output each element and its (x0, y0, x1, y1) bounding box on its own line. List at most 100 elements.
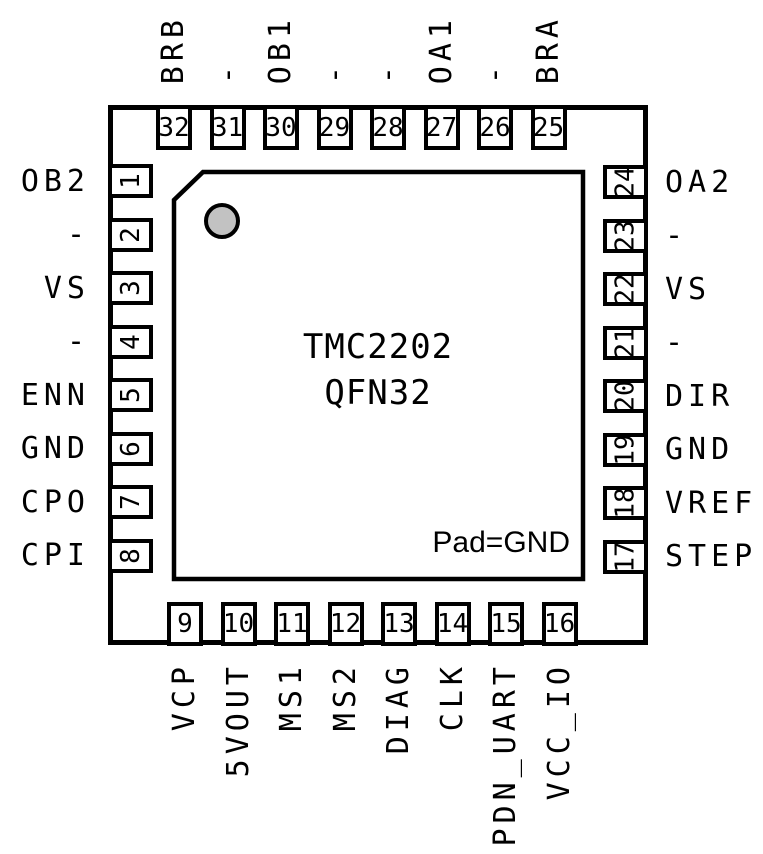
pin-30-box: 30 (263, 105, 299, 150)
pin-28-label-text: - (370, 60, 405, 84)
pin-22-box: 22 (603, 272, 648, 306)
pin-2-number: 2 (115, 226, 146, 243)
pin-27-box: 27 (423, 105, 460, 150)
pin-29-label: - (313, 61, 357, 84)
pin-7-box: 7 (108, 485, 153, 519)
pin-32-number: 32 (158, 112, 190, 143)
chip-name: TMC2202 (302, 327, 454, 367)
pin-5-number: 5 (115, 387, 146, 403)
pin-29-number: 29 (318, 112, 351, 143)
pin-11-number: 11 (276, 609, 308, 639)
pin-25-label-text: BRA (530, 14, 566, 84)
pin-12-label-text: MS2 (327, 662, 363, 732)
pin-15-label: PDN_UART (484, 662, 528, 847)
pin-17-box: 17 (603, 539, 648, 574)
pin-22-label: VS (665, 271, 712, 307)
pin-25-box: 25 (530, 105, 567, 150)
pin-8-label: CPI (20, 538, 90, 573)
pin-31-number: 31 (211, 112, 244, 143)
pin-26-box: 26 (477, 105, 513, 150)
pin-2-label: - (66, 217, 90, 252)
pin-27-number: 27 (425, 112, 458, 143)
pad-note: Pad=GND (432, 526, 570, 559)
pin-9-label: VCP (163, 662, 207, 731)
pin-1-box: 1 (108, 164, 153, 198)
pin-14-label-text: CLK (434, 662, 470, 732)
pin-25-label: BRA (527, 15, 571, 84)
pin-3-number: 3 (115, 280, 146, 296)
pin-17-label: STEP (665, 539, 758, 574)
pin-22-number: 22 (610, 273, 641, 305)
pin-11-label: MS1 (270, 662, 314, 731)
pin-30-label-text: OB1 (263, 14, 298, 84)
pin-10-label: 5VOUT (217, 662, 261, 777)
pin-18-number: 18 (610, 487, 641, 519)
pin-30-number: 30 (265, 112, 297, 143)
pin-14-number: 14 (436, 609, 469, 639)
pin-28-label: - (366, 61, 410, 84)
pin-23-number: 23 (610, 219, 641, 252)
pin-9-label-text: VCP (167, 662, 202, 732)
pin-24-box: 24 (603, 165, 648, 199)
pin-7-label: CPO (20, 484, 90, 520)
pin-6-box: 6 (108, 431, 153, 466)
pin-32-label: BRB (152, 15, 196, 84)
pin-4-box: 4 (108, 324, 153, 359)
pin-4-number: 4 (115, 333, 146, 350)
pin-23-box: 23 (603, 218, 648, 253)
pin-30-label: OB1 (259, 15, 303, 84)
pin-13-box: 13 (381, 602, 417, 646)
pin-10-number: 10 (222, 609, 255, 639)
pin-3-box: 3 (108, 271, 153, 305)
pin-7-number: 7 (115, 494, 146, 510)
pin-21-label: - (665, 325, 689, 360)
pin-31-label-text: - (209, 60, 245, 84)
pin-14-label: CLK (431, 662, 475, 731)
pin-13-label-text: DIAG (381, 662, 416, 755)
pin-21-number: 21 (610, 326, 641, 359)
pin-4-label: - (66, 324, 90, 359)
pin-25-number: 25 (532, 112, 565, 143)
pin-5-label: ENN (20, 377, 90, 413)
pin-11-box: 11 (274, 602, 310, 646)
pin-10-box: 10 (220, 602, 257, 646)
pin-18-label: VREF (665, 485, 758, 521)
pin-20-number: 20 (610, 380, 641, 412)
pin-9-box: 9 (167, 602, 203, 646)
chip-title: TMC2202 QFN32 (172, 324, 584, 416)
chip-package: QFN32 (324, 373, 432, 413)
pin-16-label: VCC_IO (538, 662, 582, 800)
pin-10-label-text: 5VOUT (220, 662, 256, 778)
pin-32-label-text: BRB (156, 14, 191, 84)
pin-19-box: 19 (603, 432, 648, 467)
pin-27-label: OA1 (420, 15, 464, 84)
pin-24-label: OA2 (665, 164, 735, 200)
pin-15-number: 15 (490, 609, 522, 639)
pin-31-label: - (206, 61, 250, 84)
pin-12-label: MS2 (324, 662, 368, 731)
pin-1-number: 1 (115, 173, 146, 189)
pin-26-number: 26 (479, 112, 511, 143)
pin-13-number: 13 (383, 609, 415, 639)
pin-12-number: 12 (329, 609, 362, 639)
pin-8-box: 8 (108, 538, 153, 573)
pin-27-label-text: OA1 (423, 14, 459, 84)
pin-12-box: 12 (327, 602, 364, 646)
pin-8-number: 8 (115, 547, 146, 564)
pin-19-number: 19 (610, 433, 641, 466)
pin-6-label: GND (20, 431, 90, 466)
pin-15-label-text: PDN_UART (488, 662, 523, 847)
pin-26-label-text: - (477, 60, 512, 84)
pin-19-label: GND (665, 432, 735, 467)
pin-13-label: DIAG (377, 662, 421, 754)
pin-1-label: OB2 (20, 163, 90, 199)
pin-29-label-text: - (316, 60, 352, 84)
pin-18-box: 18 (603, 486, 648, 520)
pin-14-box: 14 (434, 602, 471, 646)
pin-11-label-text: MS1 (274, 662, 309, 732)
pin-3-label: VS (43, 270, 90, 306)
pin-28-number: 28 (372, 112, 404, 143)
pin-20-label: DIR (665, 378, 735, 414)
